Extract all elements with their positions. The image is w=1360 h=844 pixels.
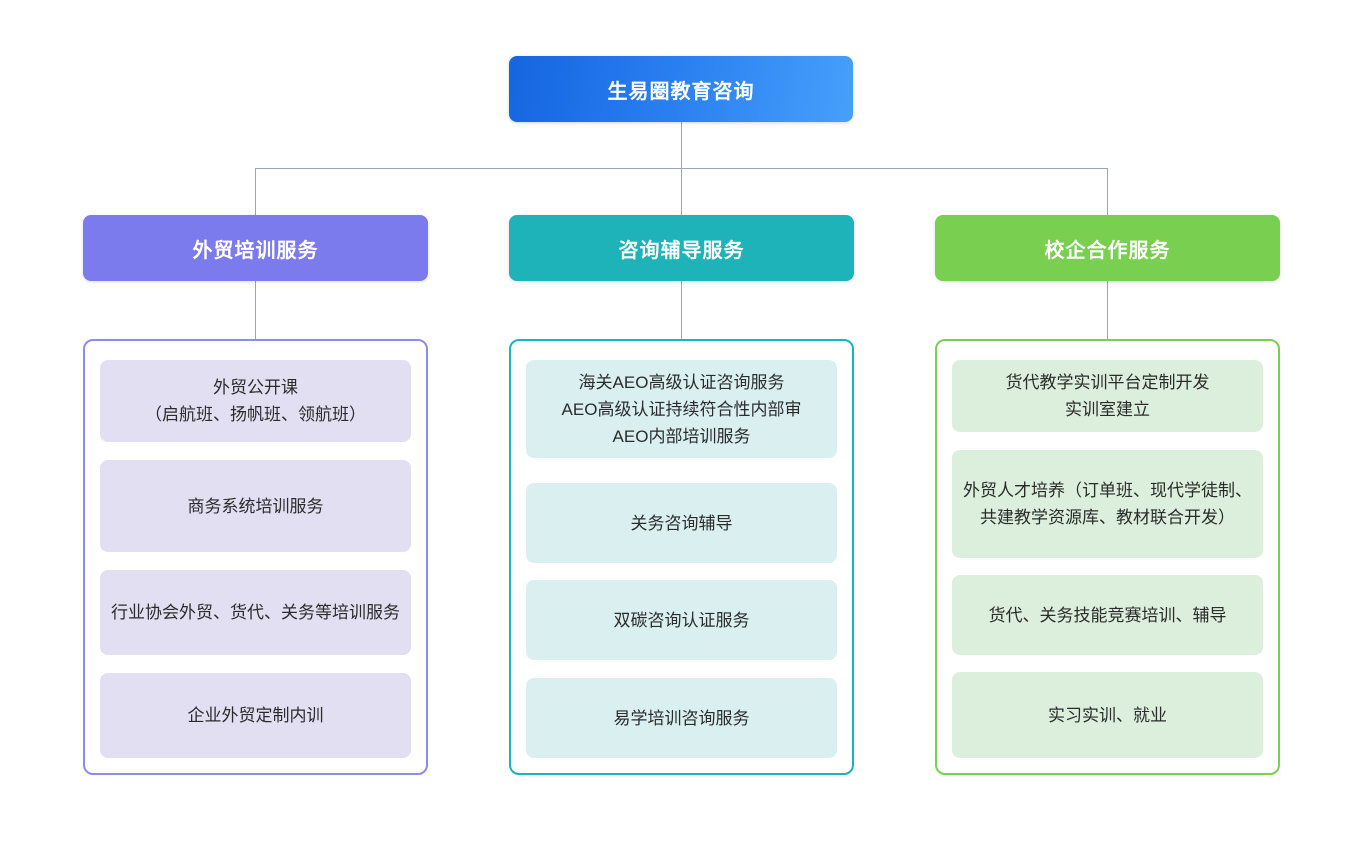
list-item-label: 货代、关务技能竞赛培训、辅导 (988, 605, 1227, 625)
list-item[interactable]: 货代、关务技能竞赛培训、辅导 (952, 575, 1263, 655)
list-item[interactable]: 外贸人才培养（订单班、现代学徒制、共建教学资源库、教材联合开发） (952, 450, 1263, 558)
branch-header-consulting[interactable]: 咨询辅导服务 (509, 215, 854, 281)
list-item-label: 货代教学实训平台定制开发 实训室建立 (1005, 373, 1210, 419)
list-item[interactable]: 海关AEO高级认证咨询服务 AEO高级认证持续符合性内部审 AEO内部培训服务 (526, 360, 837, 458)
list-item[interactable]: 商务系统培训服务 (100, 460, 411, 552)
branch-header-school-enterprise-label: 校企合作服务 (1044, 239, 1171, 262)
branch-header-school-enterprise[interactable]: 校企合作服务 (935, 215, 1280, 281)
list-item-label: 外贸公开课 （启航班、扬帆班、领航班） (145, 378, 366, 424)
list-item-label: 企业外贸定制内训 (187, 706, 324, 725)
connector-branch-training-to-box (255, 281, 256, 339)
list-item-label: 行业协会外贸、货代、关务等培训服务 (111, 603, 400, 622)
root-node[interactable]: 生易圈教育咨询 (509, 56, 853, 122)
branch-header-training-label: 外贸培训服务 (192, 239, 319, 262)
list-item[interactable]: 货代教学实训平台定制开发 实训室建立 (952, 360, 1263, 432)
list-item[interactable]: 易学培训咨询服务 (526, 678, 837, 758)
list-item[interactable]: 企业外贸定制内训 (100, 673, 411, 758)
list-item-label: 商务系统培训服务 (187, 496, 324, 516)
connector-down-to-branch-training (255, 168, 256, 215)
list-item[interactable]: 行业协会外贸、货代、关务等培训服务 (100, 570, 411, 655)
connector-down-to-branch-school-enterprise (1107, 168, 1108, 215)
list-item-label: 外贸人才培养（订单班、现代学徒制、共建教学资源库、教材联合开发） (963, 481, 1252, 527)
branch-header-training[interactable]: 外贸培训服务 (83, 215, 428, 281)
list-item-label: 关务咨询辅导 (630, 513, 733, 533)
root-node-label: 生易圈教育咨询 (607, 80, 755, 103)
list-item-label: 易学培训咨询服务 (613, 708, 750, 728)
list-item[interactable]: 关务咨询辅导 (526, 483, 837, 563)
list-item-label: 海关AEO高级认证咨询服务 AEO高级认证持续符合性内部审 AEO内部培训服务 (561, 372, 802, 446)
connector-down-to-branch-consulting (681, 168, 682, 215)
list-item-label: 实习实训、就业 (1048, 705, 1167, 725)
list-item[interactable]: 实习实训、就业 (952, 672, 1263, 758)
branch-header-consulting-label: 咨询辅导服务 (618, 239, 745, 262)
connector-branch-school-enterprise-to-box (1107, 281, 1108, 339)
connector-root-down (681, 122, 682, 168)
list-item[interactable]: 外贸公开课 （启航班、扬帆班、领航班） (100, 360, 411, 442)
list-item-label: 双碳咨询认证服务 (613, 610, 750, 630)
connector-branch-consulting-to-box (681, 281, 682, 339)
list-item[interactable]: 双碳咨询认证服务 (526, 580, 837, 660)
